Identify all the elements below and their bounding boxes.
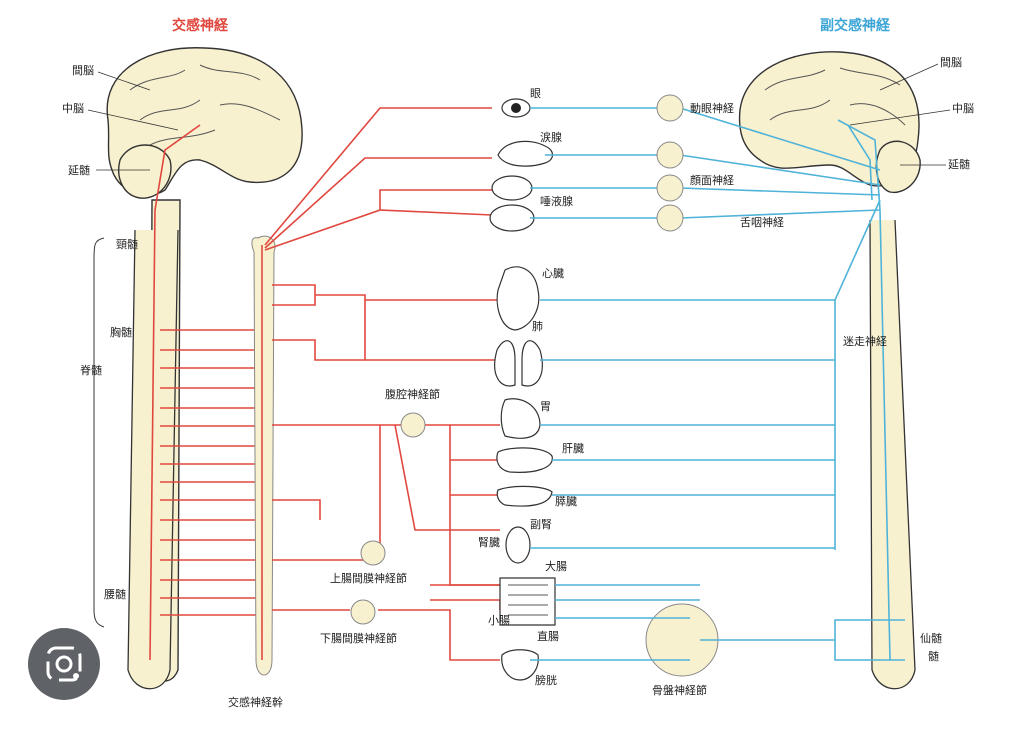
label-superior-mesenteric-ganglion: 上腸間膜神経節 xyxy=(330,571,407,585)
label-heart: 心臓 xyxy=(542,267,564,280)
label-liver: 肝臓 xyxy=(562,442,584,455)
organ-eye xyxy=(501,98,531,118)
title-sympathetic: 交感神経 xyxy=(172,17,229,34)
label-sympathetic-trunk: 交感神経幹 xyxy=(228,695,283,709)
lens-icon xyxy=(46,646,82,682)
inferior-mesenteric-ganglion xyxy=(350,599,376,625)
label-lung: 肺 xyxy=(532,320,543,333)
label-celiac-ganglion: 腹腔神経節 xyxy=(385,387,440,401)
label-inferior-mesenteric-ganglion: 下腸間膜神経節 xyxy=(320,631,397,645)
right-label-medulla: 延髄 xyxy=(948,157,970,171)
label-vagus-nerve: 迷走神経 xyxy=(843,334,887,348)
label-eye: 眼 xyxy=(530,87,541,100)
organ-intestines xyxy=(499,577,556,626)
label-kidney: 腎臓 xyxy=(478,536,500,549)
label-pelvic-ganglion: 骨盤神経節 xyxy=(652,683,707,697)
label-sacral-2: 髄 xyxy=(928,649,939,663)
label-pancreas: 膵臓 xyxy=(555,495,577,508)
label-adrenal: 副腎 xyxy=(530,518,552,531)
label-lumbar: 腰髄 xyxy=(104,587,126,601)
ciliary-ganglion xyxy=(656,94,684,122)
label-salivary: 唾液腺 xyxy=(540,194,573,208)
label-sacral: 仙髄 xyxy=(920,631,942,645)
organ-bladder xyxy=(501,649,539,681)
left-label-medulla: 延髄 xyxy=(68,163,90,177)
celiac-ganglion xyxy=(400,412,426,438)
label-glossopharyngeal-nerve: 舌咽神経 xyxy=(740,215,784,229)
organ-lungs xyxy=(494,340,543,387)
organ-liver xyxy=(496,447,553,473)
label-bladder: 膀胱 xyxy=(535,673,557,687)
cord-outflow-lines xyxy=(160,329,265,616)
right-label-midbrain: 中脳 xyxy=(952,102,974,115)
organ-stomach xyxy=(500,398,541,439)
organ-pancreas xyxy=(496,485,553,507)
superior-mesenteric-ganglion xyxy=(360,540,386,566)
title-parasympathetic: 副交感神経 xyxy=(820,17,891,34)
label-lacrimal: 涙腺 xyxy=(540,130,562,144)
sympathetic-trunk xyxy=(251,235,276,676)
label-stomach: 胃 xyxy=(540,400,551,413)
submandibular-ganglion xyxy=(656,174,684,202)
pterygopalatine-ganglion xyxy=(656,141,684,169)
left-label-midbrain: 中脳 xyxy=(62,102,84,115)
google-lens-button[interactable] xyxy=(28,628,100,700)
label-oculomotor-nerve: 動眼神経 xyxy=(690,101,734,115)
otic-ganglion xyxy=(656,204,684,232)
label-rectum: 直腸 xyxy=(537,629,559,643)
organ-lacrimal-gland xyxy=(497,140,554,167)
left-label-diencephalon: 間脳 xyxy=(72,64,94,77)
right-brain xyxy=(738,51,921,690)
organ-salivary-glands xyxy=(489,175,535,232)
right-label-diencephalon: 間脳 xyxy=(940,56,962,69)
label-small-intestine: 小腸 xyxy=(488,614,510,627)
organ-heart xyxy=(496,266,540,331)
label-spinal-cord: 脊髄 xyxy=(80,363,102,377)
organ-kidney-adrenal xyxy=(505,526,531,564)
label-thoracic: 胸髄 xyxy=(110,325,132,339)
label-facial-nerve: 顔面神経 xyxy=(690,173,734,187)
label-cervical: 頸髄 xyxy=(116,237,138,251)
label-large-intestine: 大腸 xyxy=(545,559,567,573)
